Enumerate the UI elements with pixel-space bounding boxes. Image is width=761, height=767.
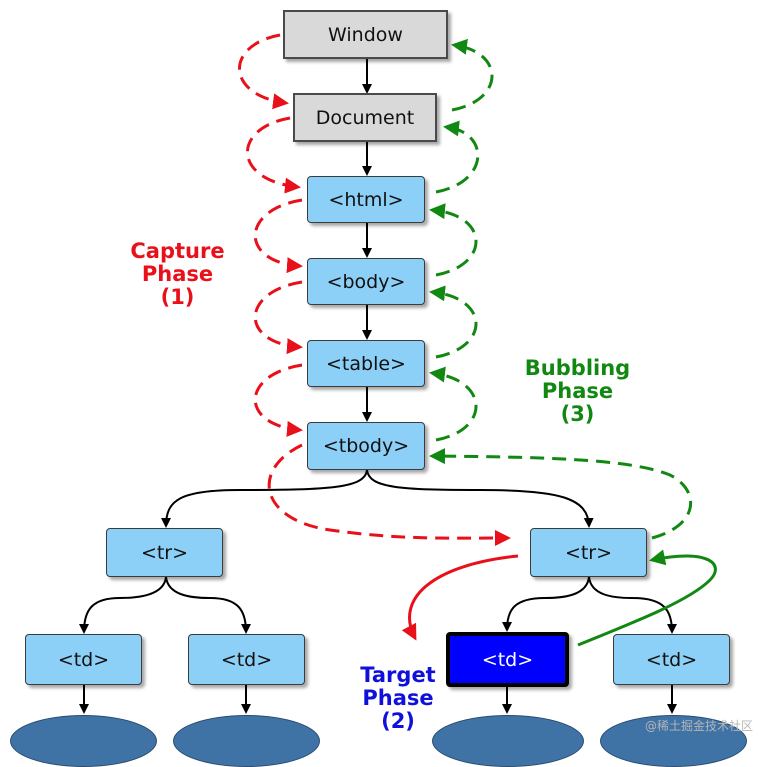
bubble-arrow-body-html <box>429 203 478 277</box>
leaf-node-2 <box>173 715 320 767</box>
target-phase-line2: Phase <box>362 686 434 710</box>
edge-tr-right-td-4 <box>588 576 677 634</box>
edge-tbody-tr-left <box>161 469 368 528</box>
bubbling-phase-line2: Phase <box>541 379 614 403</box>
node-td-2: <td> <box>188 634 305 685</box>
node-body: <body> <box>307 258 425 305</box>
capture-arrow-html-body <box>253 198 303 274</box>
capture-arrow-table-tbody <box>253 363 303 437</box>
capture-arrows <box>238 33 511 547</box>
node-td-target: <td> <box>446 632 569 687</box>
capture-phase-line3: (1) <box>160 285 195 309</box>
bubble-arrow-table-body <box>429 285 478 359</box>
bubble-arrow-document-window <box>451 38 494 112</box>
diagram-edges <box>79 33 717 714</box>
capture-arrow-tbody-tr <box>267 443 511 547</box>
bubbling-phase-line1: Bubbling <box>524 356 631 380</box>
node-td-4: <td> <box>613 634 730 685</box>
watermark-text: @稀土掘金技术社区 <box>644 719 753 733</box>
edge-tr-right-td-target <box>502 576 590 632</box>
edge-tr-left-td-1 <box>79 576 167 634</box>
target-phase-line1: Target <box>360 663 436 687</box>
capture-arrow-document-html <box>246 116 301 194</box>
tree-edges <box>79 59 677 714</box>
node-window: Window <box>283 10 448 59</box>
capture-arrow-body-table <box>253 280 303 355</box>
node-table: <table> <box>307 340 425 387</box>
target-arrow <box>401 554 519 641</box>
bubbling-phase-label: Bubbling Phase (3) <box>505 357 650 426</box>
node-tr-right: <tr> <box>530 528 647 577</box>
capture-phase-line1: Capture <box>130 239 225 263</box>
edge-tbody-tr-right <box>366 469 594 528</box>
node-td-1: <td> <box>25 634 142 685</box>
bubble-arrow-html-document <box>435 120 480 194</box>
leaf-node-1 <box>10 715 157 767</box>
capture-arrow-window-document <box>238 33 289 110</box>
bubbling-phase-line3: (3) <box>560 402 595 426</box>
capture-phase-label: Capture Phase (1) <box>105 240 250 309</box>
node-html: <html> <box>307 176 425 223</box>
target-phase-label: Target Phase (2) <box>338 664 458 733</box>
edge-tr-left-td-2 <box>165 576 251 634</box>
node-document: Document <box>293 93 437 142</box>
bubbling-arrows <box>429 38 693 540</box>
bubble-arrow-tbody-table <box>429 366 478 442</box>
node-tr-left: <tr> <box>106 528 223 577</box>
target-phase-line3: (2) <box>381 709 415 733</box>
bubble-arrow-td-tr <box>577 549 717 647</box>
capture-phase-line2: Phase <box>141 262 214 286</box>
event-flow-diagram: Window Document <html> <body> <table> <t… <box>10 10 753 767</box>
node-tbody: <tbody> <box>307 422 425 470</box>
